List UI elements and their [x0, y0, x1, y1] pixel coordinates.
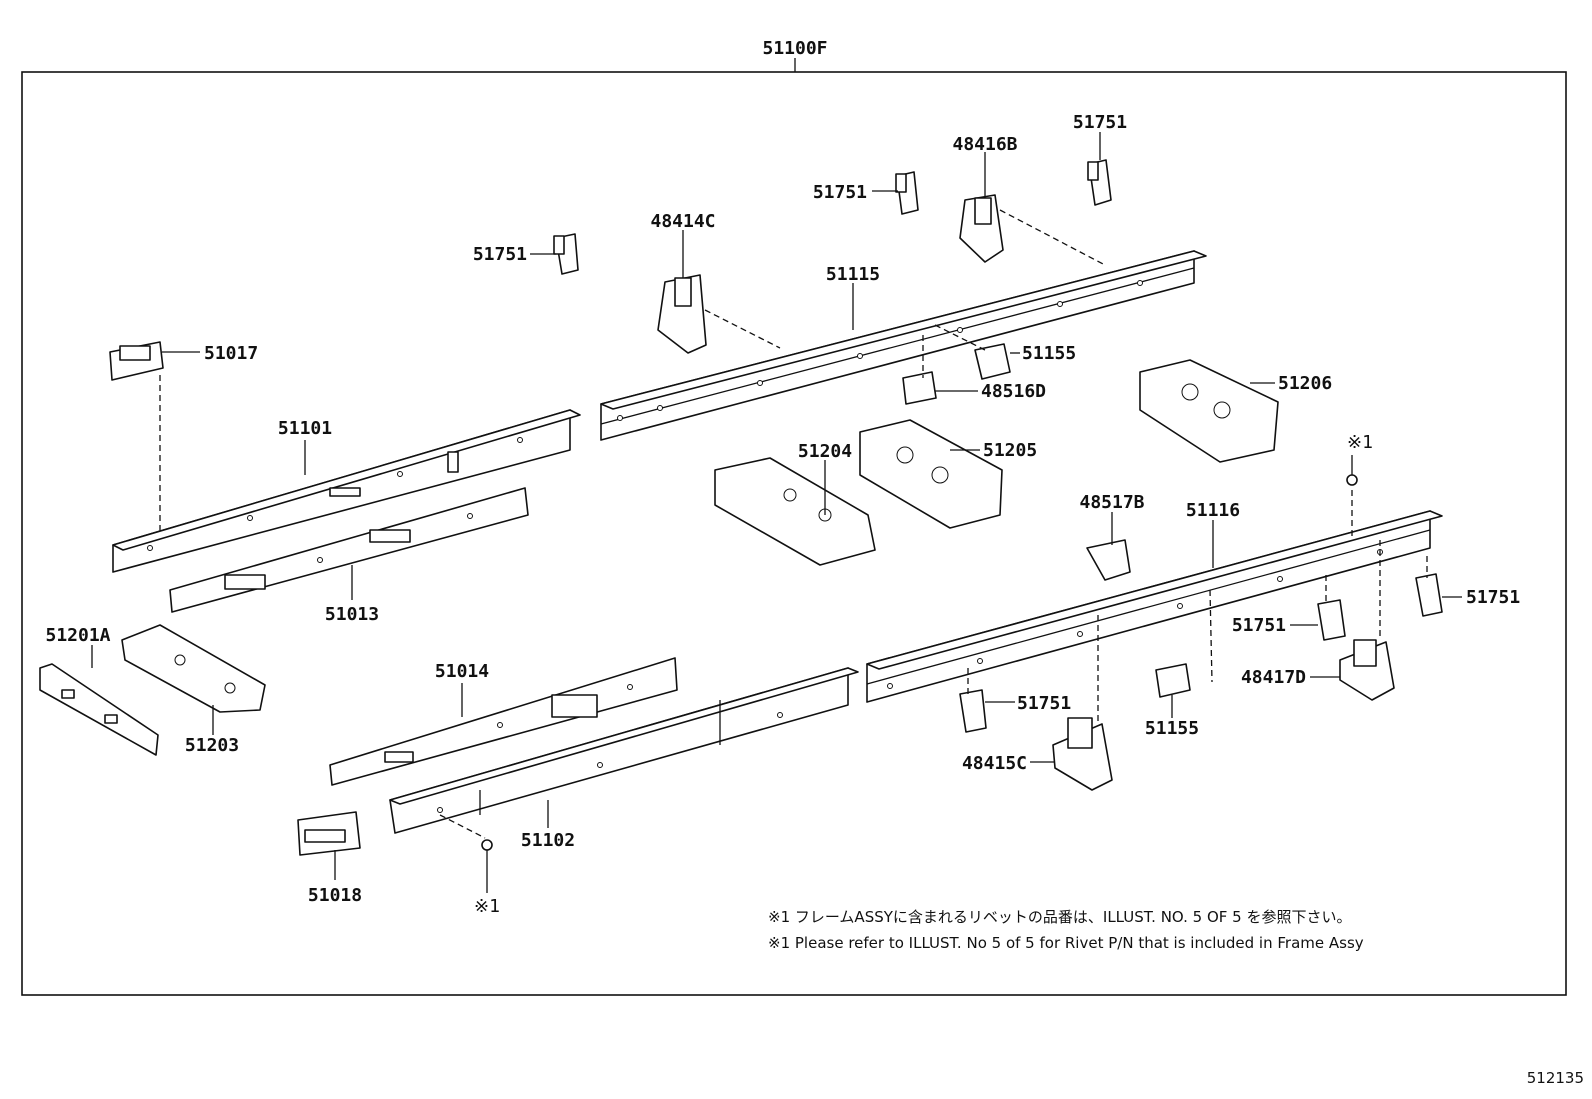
assembly-dash-lines: [159, 209, 1428, 839]
callout-51751: 51751: [813, 182, 867, 203]
part-51155-plate-a[interactable]: [974, 343, 1011, 380]
callout-48415C: 48415C: [962, 753, 1027, 774]
callout-labels: 51751 48416B 51751 48414C 51751 51115 51…: [45, 112, 1520, 917]
callout-51751: 51751: [1466, 587, 1520, 608]
callout-51751: 51751: [1073, 112, 1127, 133]
callout-51116: 51116: [1186, 500, 1240, 521]
part-51205-crossmember[interactable]: [859, 419, 1003, 529]
callout-51101: 51101: [278, 418, 332, 439]
part-51751-bracket-d[interactable]: [1415, 573, 1443, 617]
callout-51751: 51751: [1232, 615, 1286, 636]
part-48415C-bracket[interactable]: [1052, 717, 1113, 791]
part-51751-bracket-e[interactable]: [1317, 599, 1346, 641]
callout-51102: 51102: [521, 830, 575, 851]
rivet-note-english: ※1 Please refer to ILLUST. No 5 of 5 for…: [768, 934, 1364, 952]
part-51204-crossmember[interactable]: [714, 457, 876, 566]
callout-51017: 51017: [204, 343, 258, 364]
part-51751-bracket-f[interactable]: [959, 689, 987, 733]
callout-51751: 51751: [1017, 693, 1071, 714]
callout-51115: 51115: [826, 264, 880, 285]
callout-51013: 51013: [325, 604, 379, 625]
callout-51014: 51014: [435, 661, 489, 682]
part-51201A-crossmember[interactable]: [39, 663, 159, 756]
part-51115-rail[interactable]: [600, 250, 1207, 441]
part-51751-bracket-c[interactable]: [1087, 159, 1112, 206]
callout-48417D: 48417D: [1241, 667, 1306, 688]
part-48414C-bracket[interactable]: [657, 274, 707, 354]
callout-51205: 51205: [983, 440, 1037, 461]
figure-number: 512135: [1526, 1069, 1584, 1087]
part-51206-crossmember[interactable]: [1139, 359, 1279, 463]
part-51101-rail[interactable]: [112, 409, 581, 573]
rivet-note-japanese: ※1 フレームASSYに含まれるリベットの品番は、ILLUST. NO. 5 O…: [768, 908, 1352, 926]
assembly-border: [21, 71, 1567, 996]
callout-48517B: 48517B: [1079, 492, 1144, 513]
callout-51155: 51155: [1145, 718, 1199, 739]
callout-51018: 51018: [308, 885, 362, 906]
part-51751-bracket-b[interactable]: [895, 171, 919, 215]
assembly-label: 51100F: [762, 38, 827, 59]
callout-51155: 51155: [1022, 343, 1076, 364]
part-51017-bracket[interactable]: [109, 341, 164, 381]
part-51013-rail[interactable]: [169, 487, 529, 613]
callout-51206: 51206: [1278, 373, 1332, 394]
part-51751-bracket-a[interactable]: [553, 233, 579, 275]
callout-51201A: 51201A: [45, 625, 110, 646]
callout-51204: 51204: [798, 441, 852, 462]
part-48417D-bracket[interactable]: [1339, 639, 1395, 701]
rivet-note-marker: ※1: [1347, 432, 1373, 453]
part-48517B-bracket[interactable]: [1086, 539, 1131, 581]
part-51018-bracket[interactable]: [297, 811, 361, 856]
part-48416B-bracket[interactable]: [959, 194, 1004, 263]
callout-48516D: 48516D: [981, 381, 1046, 402]
part-48516D-bracket[interactable]: [902, 371, 937, 405]
part-51102-rail[interactable]: [389, 667, 859, 834]
callout-48416B: 48416B: [952, 134, 1017, 155]
part-51116-rail[interactable]: [866, 510, 1443, 703]
part-51203-crossmember[interactable]: [121, 624, 266, 713]
part-51014-rail[interactable]: [329, 657, 678, 786]
rivet-note-marker: ※1: [474, 896, 500, 917]
callout-51203: 51203: [185, 735, 239, 756]
part-51155-plate-b[interactable]: [1155, 663, 1191, 698]
callout-51751: 51751: [473, 244, 527, 265]
leader-lines: [91, 132, 1462, 893]
callout-48414C: 48414C: [650, 211, 715, 232]
